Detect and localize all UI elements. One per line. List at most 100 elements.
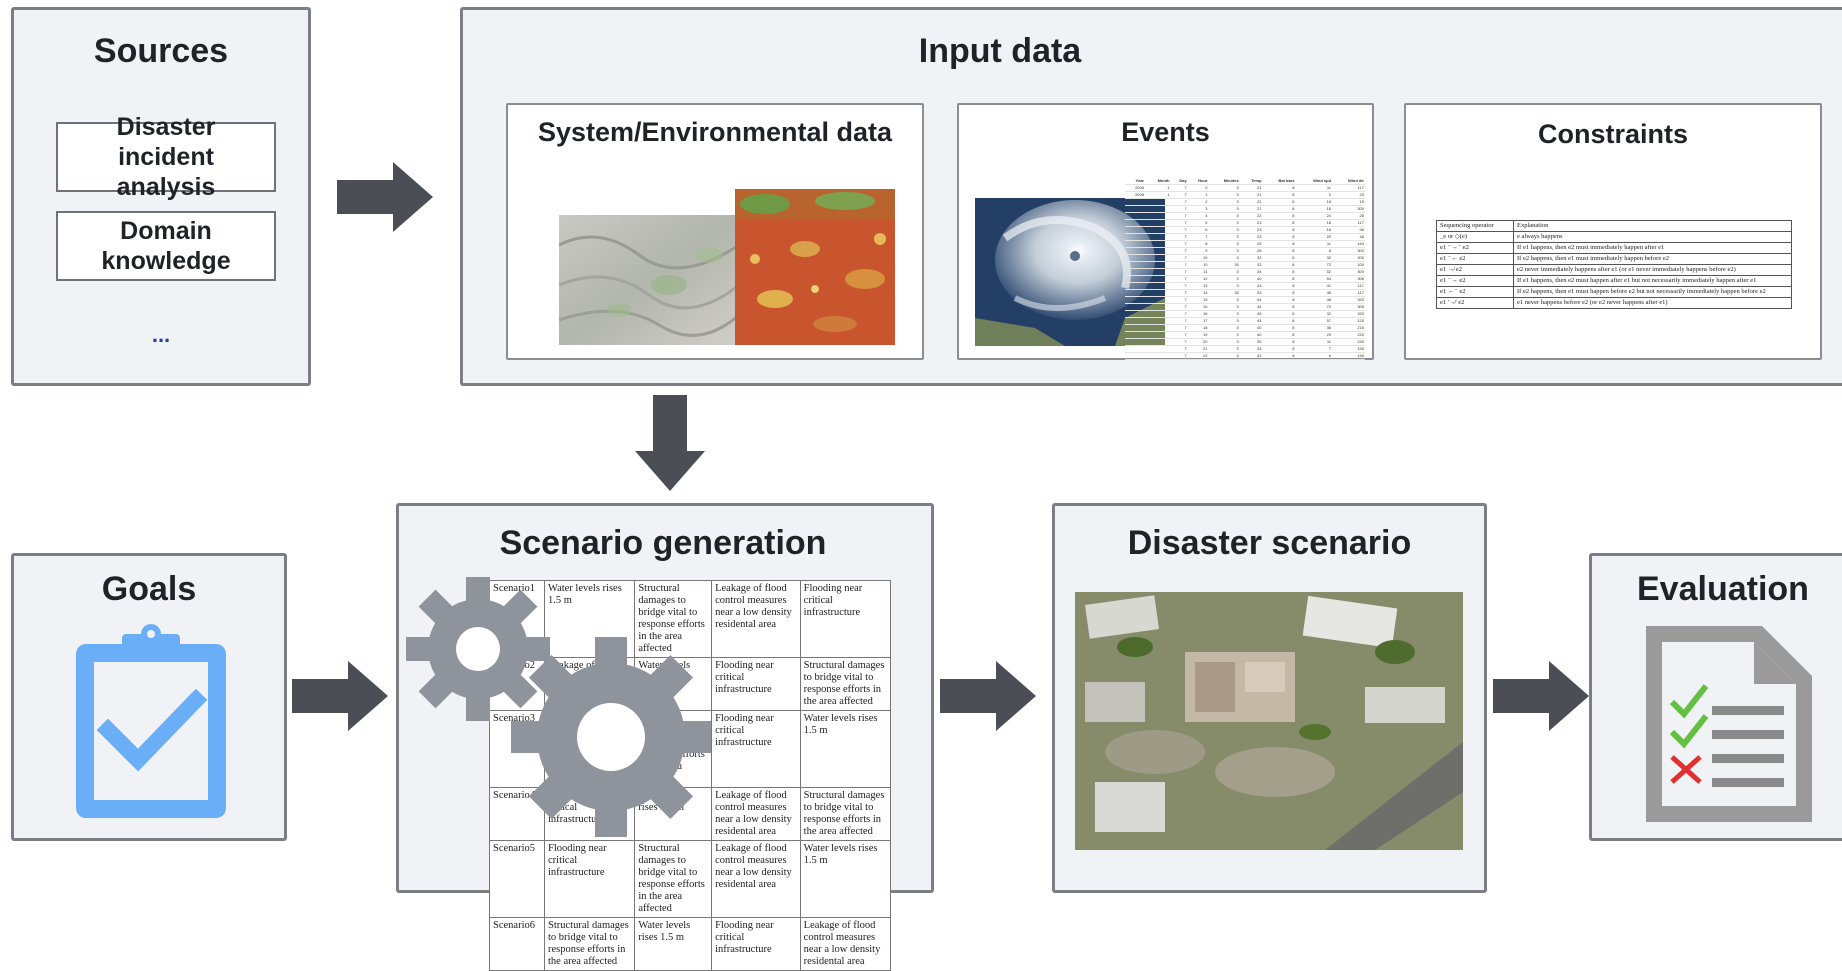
- constraint-operator: e1 ⁻→⁻ e2: [1436, 242, 1514, 254]
- events-cell: 0: [1208, 268, 1240, 276]
- events-cell: [1144, 303, 1171, 311]
- scenario-event: Flooding near critical infrastructure: [711, 710, 801, 788]
- events-cell: 16: [1187, 310, 1209, 318]
- events-cell: [1144, 240, 1171, 248]
- arrow-right-icon: [292, 661, 388, 731]
- events-cell: 7: [1170, 275, 1188, 283]
- events-cell: 8: [1262, 303, 1296, 311]
- scenario-event: Leakage of flood control measures near a…: [711, 787, 801, 841]
- events-cell: 7: [1170, 191, 1188, 199]
- scenario-event: Flooding near critical infrastructure: [799, 580, 892, 658]
- events-cell: 23: [1239, 226, 1263, 234]
- events-cell: 7: [1170, 345, 1188, 353]
- events-cell: 11: [1295, 338, 1333, 346]
- events-cell: 0: [1208, 303, 1240, 311]
- events-cell: 7: [1170, 310, 1188, 318]
- constraint-operator: e1 ←⁻ e2: [1436, 286, 1514, 298]
- events-cell: 7: [1170, 324, 1188, 332]
- constraint-explanation: If e2 happens, then e1 must immediately …: [1513, 253, 1792, 265]
- events-header-cell: Day: [1170, 178, 1188, 185]
- events-cell: 0: [1208, 331, 1240, 339]
- events-cell: 20: [1187, 338, 1209, 346]
- events-cell: 22: [1187, 352, 1209, 360]
- events-cell: 8: [1262, 296, 1296, 304]
- events-cell: 33: [1239, 345, 1263, 353]
- events-cell: 7: [1170, 247, 1188, 255]
- events-cell: 8: [1262, 324, 1296, 332]
- events-cell: 34: [1239, 268, 1263, 276]
- events-header-cell: Bat bars: [1262, 178, 1296, 185]
- events-cell: 4: [1187, 212, 1209, 220]
- events-cell: 0: [1208, 296, 1240, 304]
- events-cell: 306: [1332, 303, 1365, 311]
- events-cell: 230: [1332, 338, 1365, 346]
- events-cell: 19: [1187, 331, 1209, 339]
- events-cell: 44: [1239, 303, 1263, 311]
- events-cell: 54: [1295, 275, 1333, 283]
- events-cell: 25: [1239, 240, 1263, 248]
- disaster-scenario-panel: Disaster scenario: [1052, 503, 1487, 893]
- events-cell: [1144, 198, 1171, 206]
- input-data-title: Input data: [918, 32, 1082, 70]
- events-cell: [1144, 226, 1171, 234]
- events-cell: 216: [1332, 324, 1365, 332]
- events-cell: 21: [1187, 345, 1209, 353]
- sources-title: Sources: [93, 32, 229, 70]
- events-cell: 8: [1262, 240, 1296, 248]
- events-cell: 32: [1295, 254, 1333, 262]
- events-cell: [1125, 240, 1145, 248]
- events-cell: 0: [1208, 198, 1240, 206]
- events-cell: 23: [1295, 331, 1333, 339]
- events-cell: [1144, 268, 1171, 276]
- events-cell: 7: [1170, 240, 1188, 248]
- events-cell: 7: [1170, 226, 1188, 234]
- events-cell: 13: [1187, 282, 1209, 290]
- system-environmental-title: System/Environmental data: [537, 117, 893, 147]
- events-cell: 7: [1170, 198, 1188, 206]
- events-cell: [1125, 212, 1145, 220]
- events-cell: [1125, 226, 1145, 234]
- constraints-table: Sequencing operator Explanation _e or ◇(…: [1436, 220, 1792, 309]
- scenario-generation-title: Scenario generation: [499, 524, 827, 562]
- goals-panel: Goals: [11, 553, 287, 841]
- events-cell: 10: [1187, 254, 1209, 262]
- events-cell: 21: [1239, 205, 1263, 213]
- events-cell: 28: [1239, 247, 1263, 255]
- events-cell: 7: [1170, 303, 1188, 311]
- events-cell: 11: [1187, 268, 1209, 276]
- events-cell: [1144, 261, 1171, 269]
- constraint-explanation: If e1 happens, then e2 must happen after…: [1513, 275, 1792, 287]
- events-cell: 52: [1295, 268, 1333, 276]
- events-cell: 8: [1262, 352, 1296, 360]
- constraints-header-explanation: Explanation: [1513, 220, 1792, 232]
- gear-icon: [511, 637, 711, 837]
- events-cell: 40: [1239, 275, 1263, 283]
- events-cell: [1125, 310, 1145, 318]
- events-cell: 300: [1332, 254, 1365, 262]
- events-cell: 0: [1208, 233, 1240, 241]
- events-cell: 7: [1170, 268, 1188, 276]
- events-cell: 32: [1295, 310, 1333, 318]
- events-cell: 8: [1262, 212, 1296, 220]
- events-cell: [1125, 219, 1145, 227]
- events-cell: 320: [1332, 310, 1365, 318]
- system-environmental-panel: System/Environmental data: [506, 103, 924, 360]
- events-cell: 0: [1208, 226, 1240, 234]
- events-cell: 24: [1295, 212, 1333, 220]
- events-cell: 45: [1239, 310, 1263, 318]
- events-cell: 8: [1262, 191, 1296, 199]
- events-cell: [1125, 352, 1145, 360]
- sources-more: ...: [151, 322, 171, 347]
